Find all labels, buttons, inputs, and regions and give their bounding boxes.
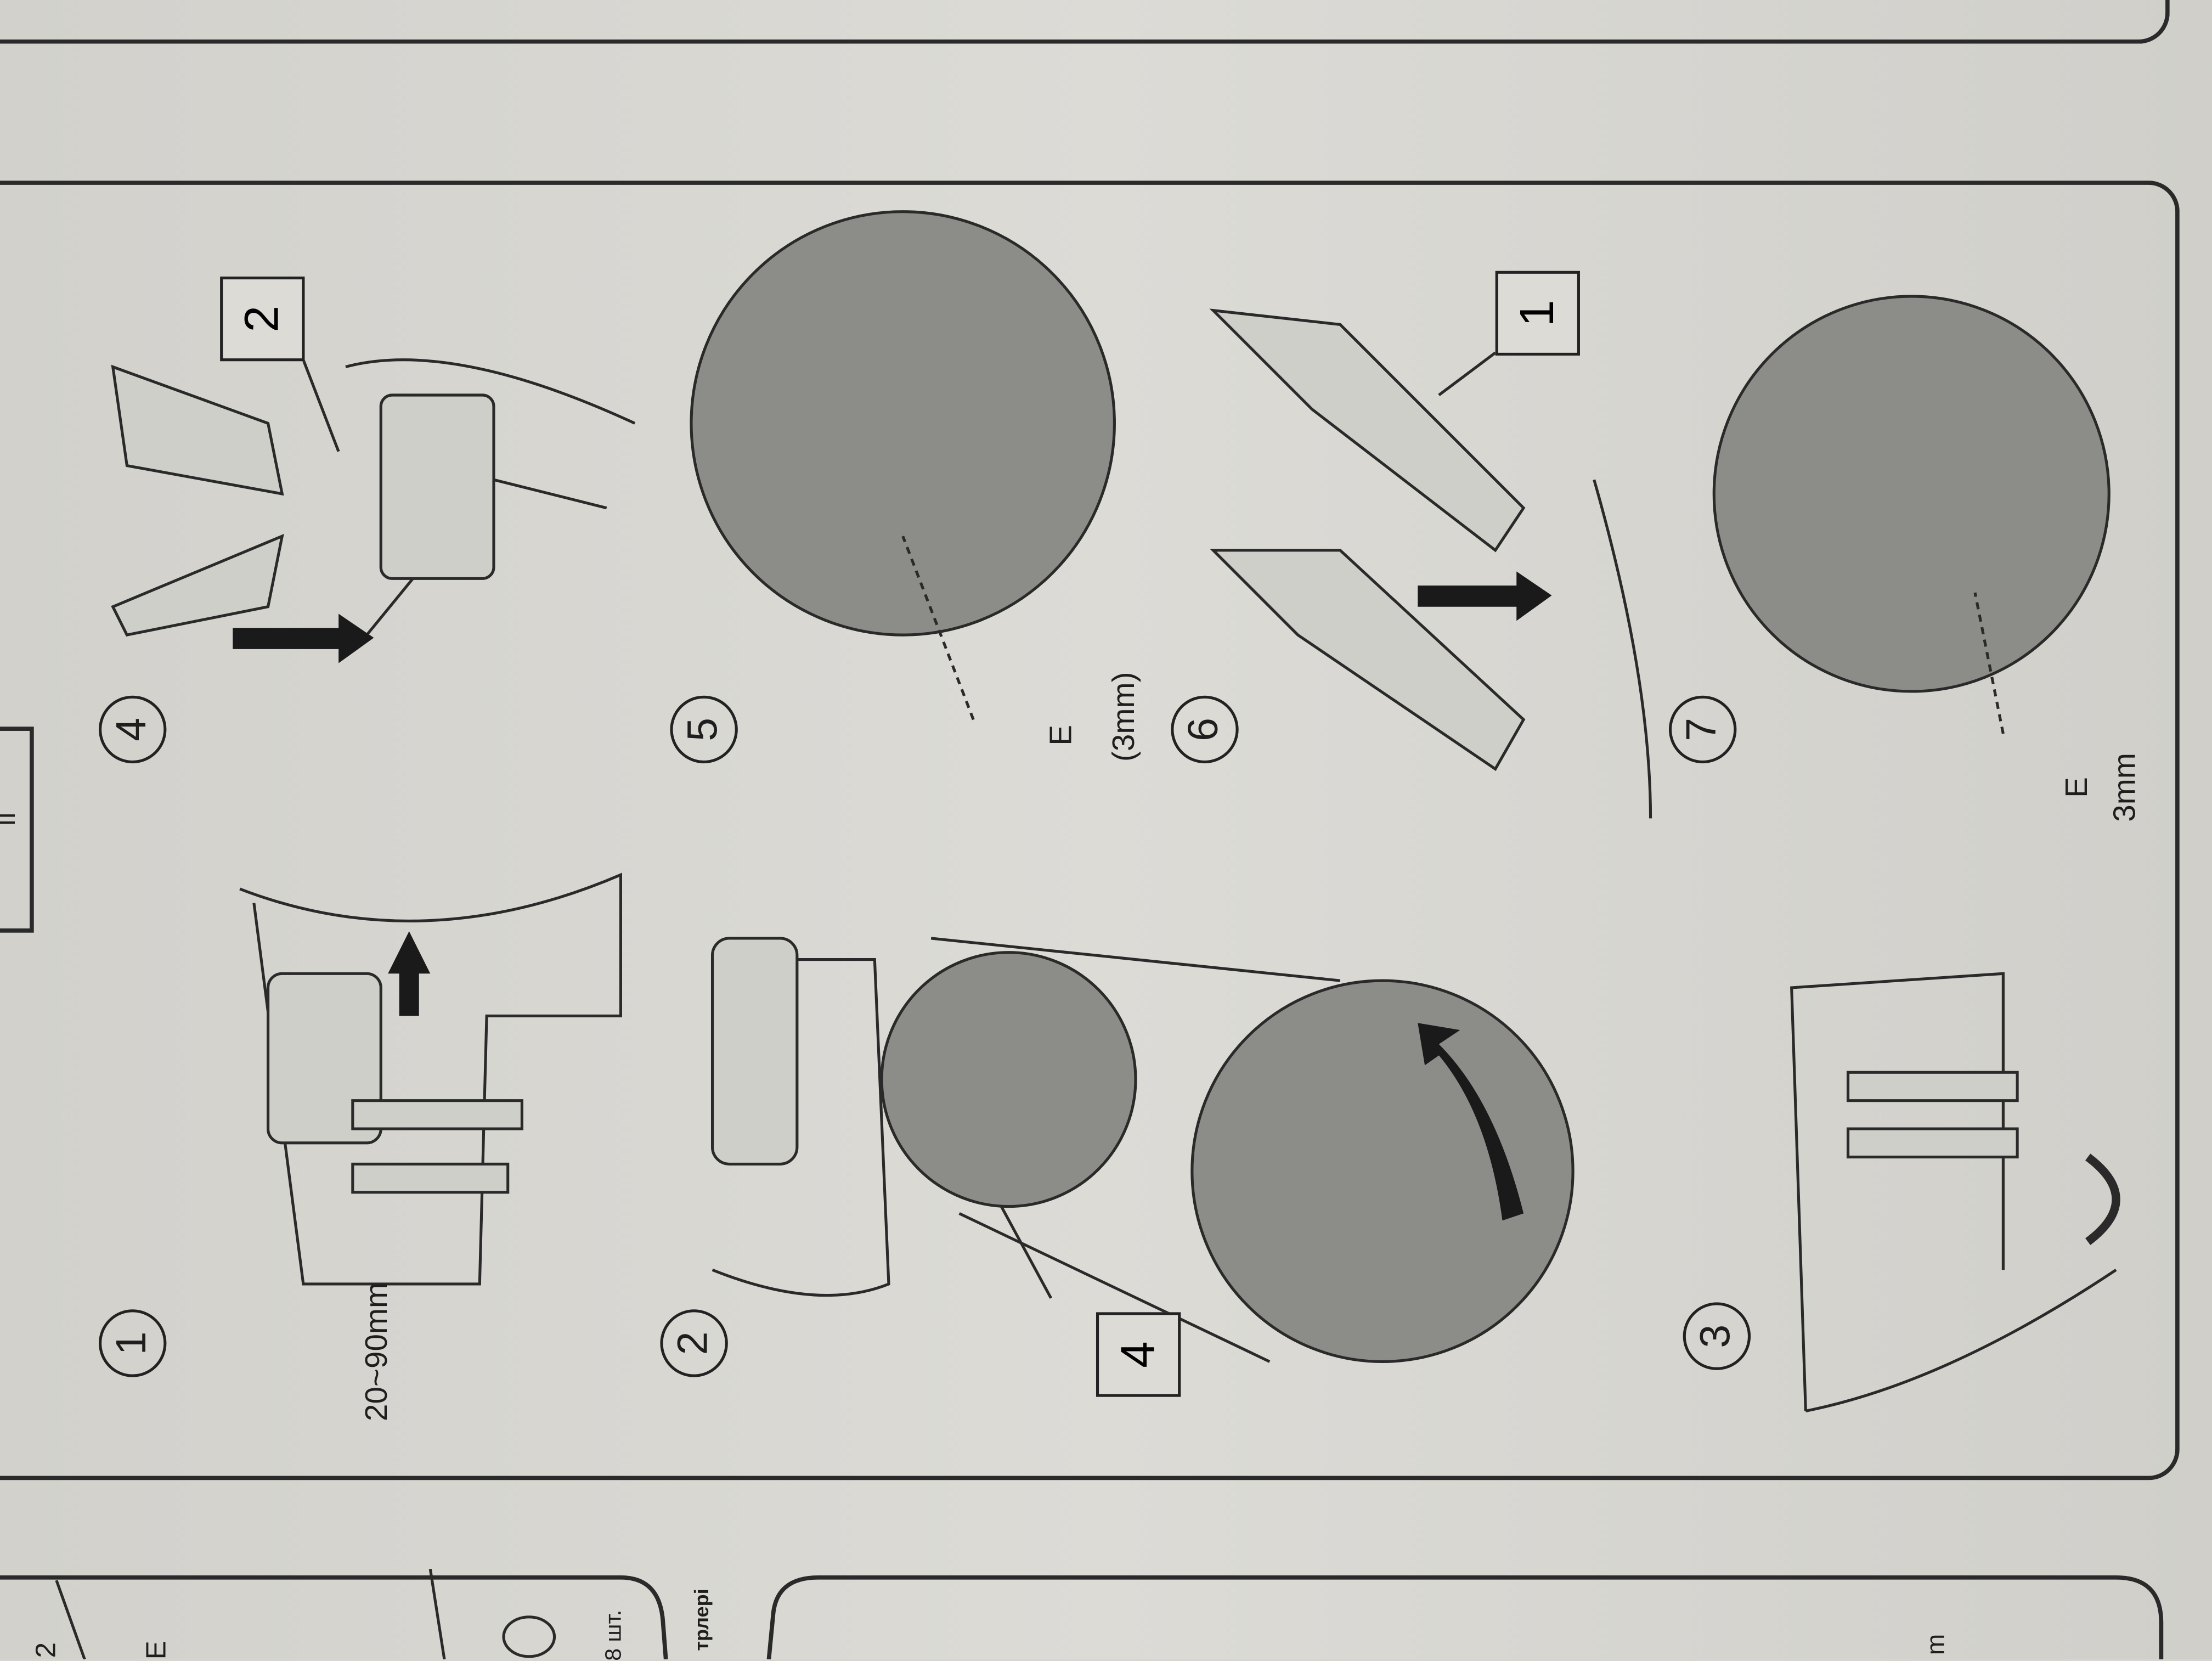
bottom-partial-text: m [1921,1634,1950,1656]
desk-edge-6 [1593,479,1652,819]
arrow-icon-4 [233,613,374,663]
bottom-heading: трлері [690,1589,713,1651]
zoom-callout-5 [690,210,1116,637]
zoom-callout-7 [1712,295,2111,693]
spacer-part-icon [502,1615,556,1658]
zoom-callout-2a [880,951,1137,1208]
desk-outline-3 [1790,972,2117,1412]
bottom-letter: E [141,1641,173,1660]
step-1-number: 1 [98,1309,167,1377]
desk-thickness-label: 20~90mm [358,1282,394,1421]
clamp-plate-3 [1846,1071,2019,1102]
rotation-arrow-3 [2085,1153,2120,1246]
bottom-number: 2 [31,1642,63,1658]
bottom-quantity: 8 шт. [602,1609,627,1661]
arrow-icon-1 [388,931,431,1016]
arm-4a [111,364,284,496]
main-instruction-panel [0,181,2180,1480]
panel-bottom-right [766,1575,2164,1659]
mount-base-2 [710,937,799,1165]
zoom-link-lines [930,937,1341,1363]
tool-size-step7: 3mm [2107,752,2142,822]
arrow-icon-6 [1418,571,1552,621]
tool-label-step5: E [1043,724,1079,746]
part-label-box-4: 4 [1096,1312,1181,1397]
mount-base-4 [379,393,495,580]
step-2-number: 2 [660,1309,728,1377]
step-6-number: 6 [1171,695,1239,764]
left-edge-box [0,727,34,933]
arm-6b [1210,549,1526,772]
zoom-callout-2b [1190,979,1575,1363]
step-5-number: 5 [670,695,738,764]
arm-4b [111,533,284,637]
divider-line-a [55,1568,446,1659]
step-4-number: 4 [98,695,167,764]
tool-label-step7: E [2058,776,2094,798]
step-7-number: 7 [1668,695,1737,764]
step-3-number: 3 [1683,1302,1751,1370]
part-label-box-2: 2 [220,276,305,362]
clamp-plate-2 [351,1162,510,1194]
desk-outline-1 [239,872,622,1286]
rotation-arrow-2 [1418,1023,1524,1221]
panel-bottom-left [0,1575,668,1659]
clamp-plate-1 [351,1099,523,1130]
clamp-plate-4 [1846,1127,2019,1159]
top-panel [0,0,2170,44]
dashed-tool-line-7 [1973,592,2005,734]
desk-outline-2 [712,958,890,1297]
arm-6a [1209,308,1526,553]
tool-size-step5: (3mm) [1105,672,1141,762]
part-label-box-1: 1 [1495,271,1580,356]
